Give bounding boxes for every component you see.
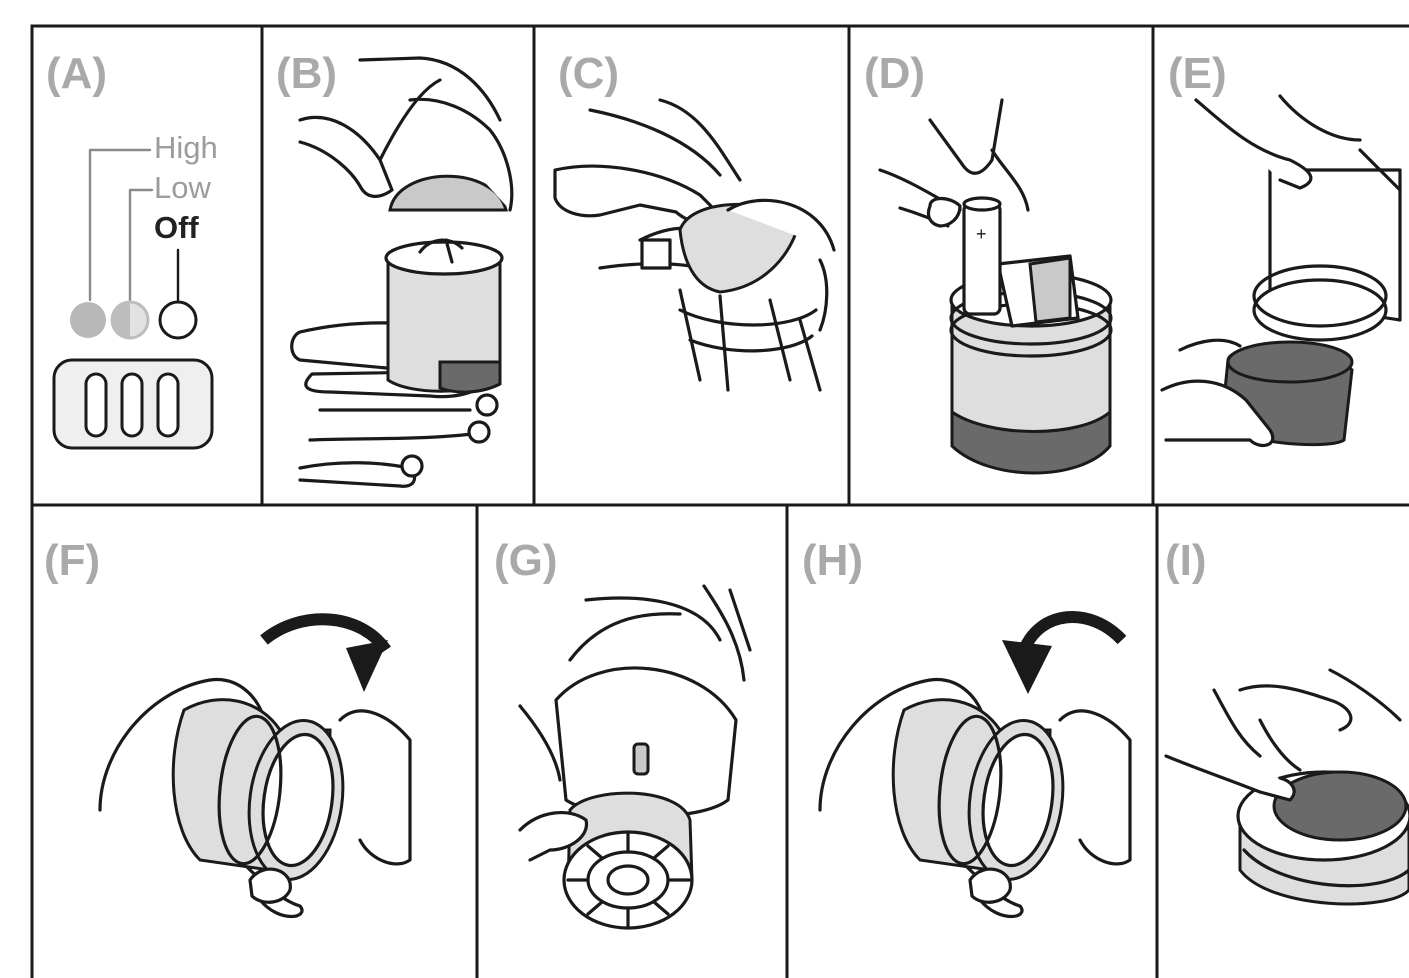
setting-label-high: High [154, 130, 218, 165]
panel-label-i: (I) [1165, 536, 1207, 585]
panel-b-remove-cap-illustration [292, 58, 512, 486]
setting-label-off: Off [154, 210, 199, 245]
panel-e-attach-base-illustration [1162, 96, 1400, 445]
panel-label-c: (C) [558, 49, 619, 98]
panel-label-a: (A) [46, 49, 107, 98]
arrow-down-icon [1002, 640, 1052, 694]
panel-label-e: (E) [1168, 49, 1227, 98]
panel-d-insert-battery-illustration: + [880, 100, 1111, 473]
panel-a-settings-indicator: High Low Off [54, 130, 218, 448]
setting-label-low: Low [154, 170, 211, 205]
panel-label-d: (D) [864, 49, 925, 98]
panel-label-g: (G) [494, 536, 558, 585]
panel-g-inspect-base-illustration [520, 586, 750, 928]
panel-f-twist-ring-illustration [100, 619, 410, 916]
indicator-light-high [70, 302, 106, 338]
arrow-down-icon [346, 640, 388, 692]
panel-h-reattach-ring-illustration [820, 617, 1130, 916]
panel-label-b: (B) [276, 49, 337, 98]
indicator-light-off [160, 302, 196, 338]
panel-label-h: (H) [802, 536, 863, 585]
panel-i-replace-pad-illustration [1166, 670, 1409, 904]
panel-label-f: (F) [44, 536, 100, 585]
svg-text:+: + [976, 224, 987, 244]
panel-c-open-lid-illustration [555, 100, 834, 390]
